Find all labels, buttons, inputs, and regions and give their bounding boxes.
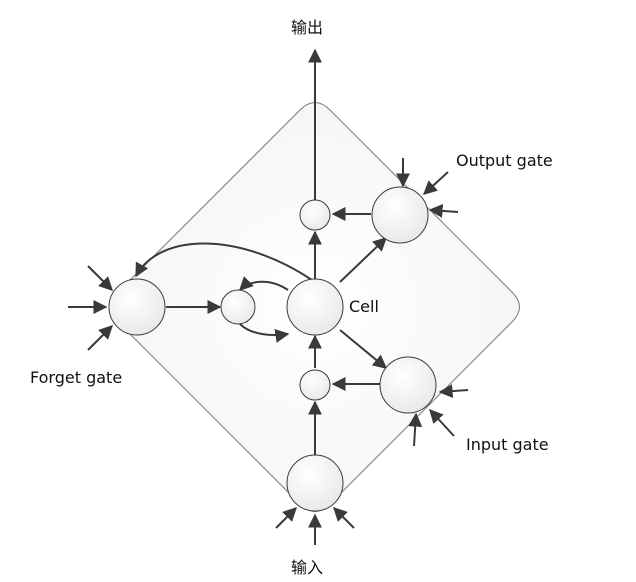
input-gate-node [379, 356, 437, 414]
forget-gate-node [108, 278, 166, 336]
input-node [286, 454, 344, 512]
output-gate-label: Output gate [456, 151, 553, 170]
input-gate-input-2 [429, 408, 455, 437]
forget-gate-input-3 [87, 325, 113, 351]
input-node-input-3 [333, 507, 355, 529]
cell-node [286, 278, 344, 336]
input-label: 输入 [291, 558, 324, 577]
forget-multiply-node [220, 289, 256, 325]
output-gate-node [371, 186, 429, 244]
cell-to-forget-multiply-curve [239, 276, 289, 291]
input-gate-input-1 [438, 384, 469, 399]
output-gate-input-3 [428, 203, 459, 218]
output-gate-input-2 [422, 171, 449, 195]
input-gate-input-3 [408, 412, 423, 447]
cell-to-output-gate [339, 237, 388, 283]
input-gate-label: Input gate [466, 435, 549, 454]
output-label: 输出 [291, 18, 324, 37]
forget-gate-input-1 [87, 265, 113, 291]
cell-to-input-gate [339, 329, 388, 369]
forget-multiply-to-cell-curve [239, 323, 290, 343]
output-multiply-node [299, 199, 331, 231]
cell-label: Cell [349, 297, 379, 316]
forget-gate-label: Forget gate [30, 368, 123, 387]
cell-to-forget-gate-curve [135, 242, 313, 281]
input-multiply-node [299, 369, 331, 401]
input-node-input-1 [275, 507, 297, 529]
